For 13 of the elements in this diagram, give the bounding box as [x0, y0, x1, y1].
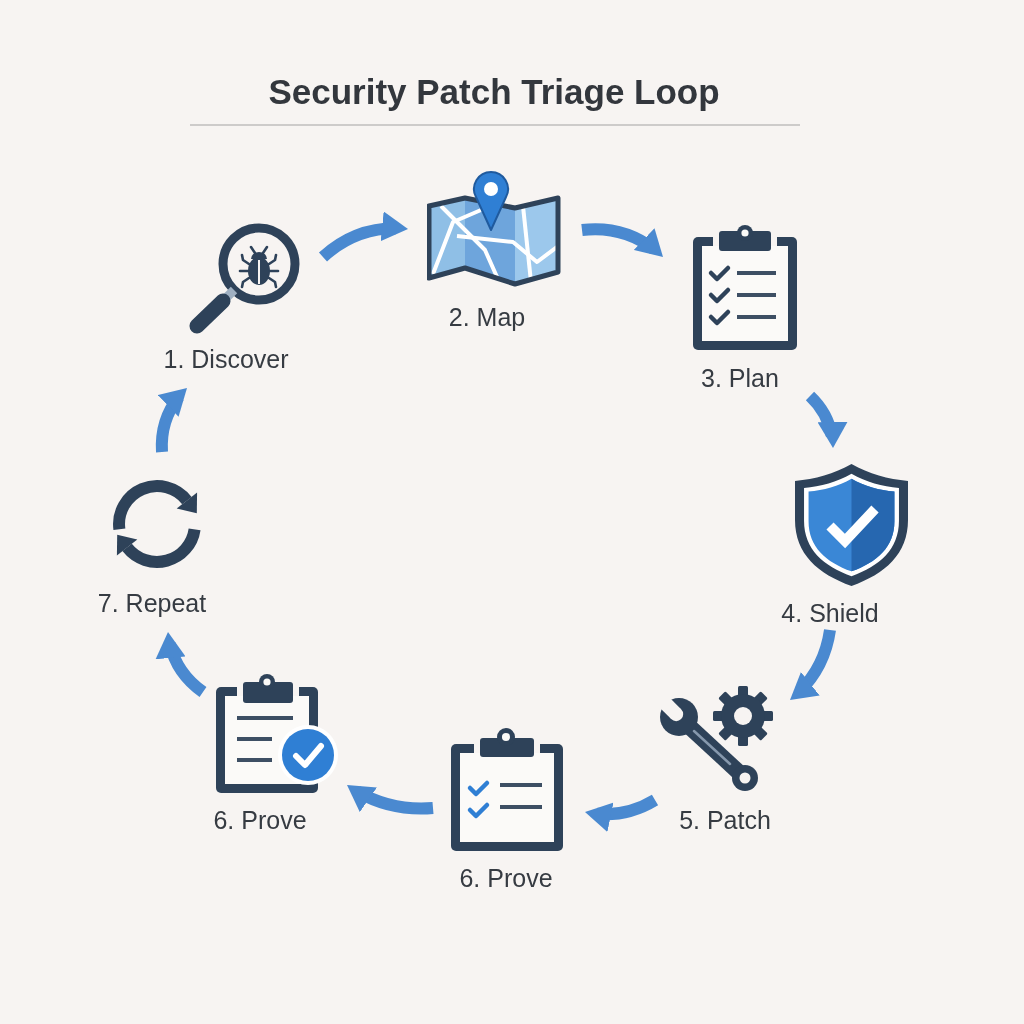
step-label: 2. Map	[448, 302, 526, 332]
arrow	[805, 391, 847, 449]
step-label: 7. Repeat	[97, 588, 207, 618]
arrow	[583, 794, 658, 832]
step-label: 3. Plan	[701, 363, 779, 393]
arrow	[156, 631, 207, 697]
step-label: 4. Shield	[781, 598, 879, 628]
step-label: 1. Discover	[163, 344, 289, 374]
diagram-title: Security Patch Triage Loop	[268, 71, 720, 113]
step-label: 5. Patch	[679, 805, 771, 835]
step-label: 6. Prove	[213, 805, 307, 835]
step-label: 6. Prove	[459, 863, 553, 893]
arrow	[319, 212, 409, 262]
